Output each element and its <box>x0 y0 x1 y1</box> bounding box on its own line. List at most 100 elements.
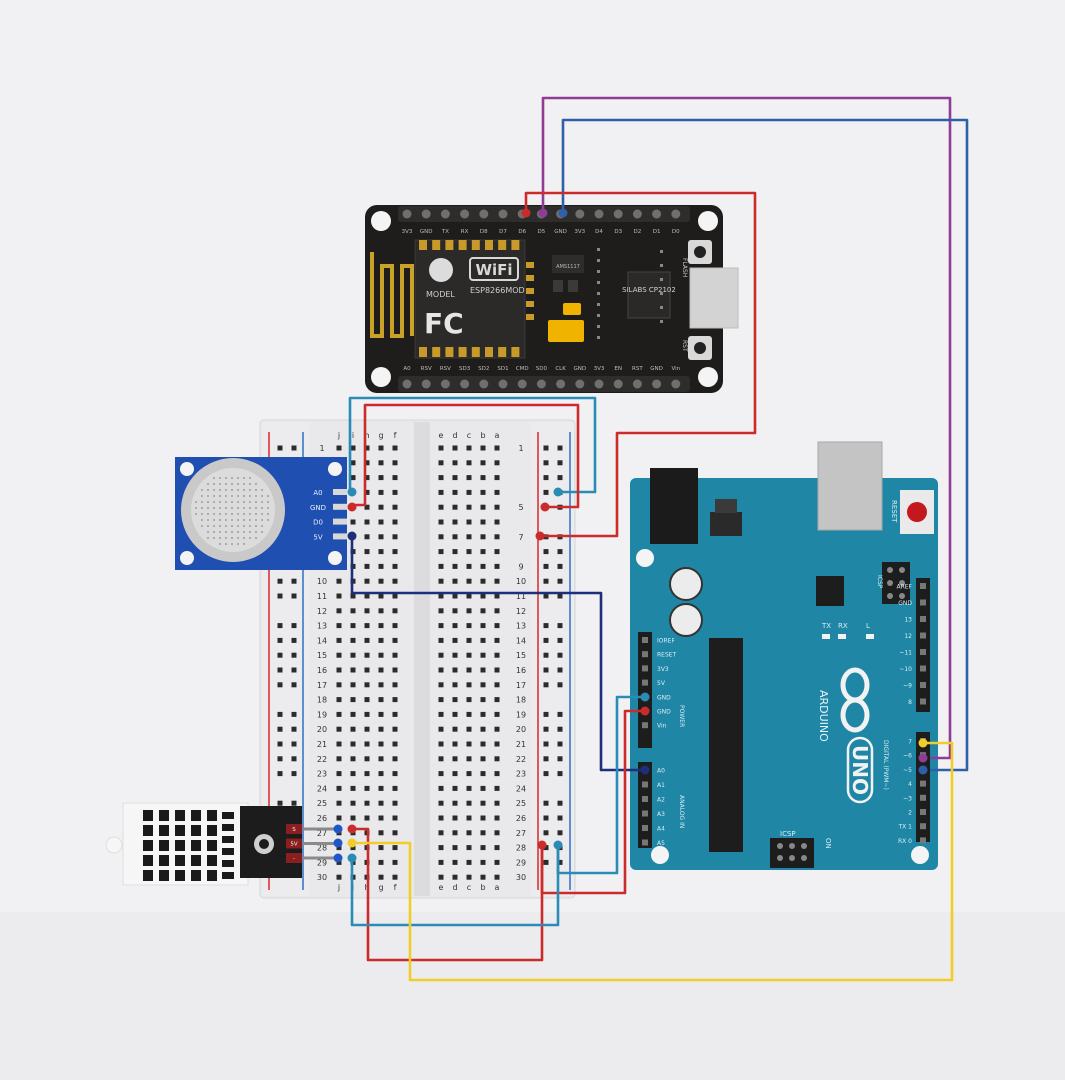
breadboard-hole <box>350 697 356 703</box>
mesh-dot <box>200 512 204 516</box>
row-number-right: 23 <box>516 770 526 779</box>
breadboard-hole <box>494 504 500 510</box>
mesh-dot <box>212 488 216 492</box>
analog-pin-label: A2 <box>657 797 665 804</box>
breadboard-hole <box>336 697 342 703</box>
esp-pad-side <box>526 301 534 307</box>
wire-red-dht <box>352 827 544 962</box>
header-pin <box>498 379 508 389</box>
rail-hole <box>557 859 563 865</box>
breadboard-hole <box>364 504 370 510</box>
pin-label-bottom: Vin <box>671 366 680 372</box>
pin-label-bottom: A0 <box>403 366 411 372</box>
breadboard-hole <box>466 519 472 525</box>
mesh-dot <box>224 500 228 504</box>
breadboard-hole <box>466 504 472 510</box>
breadboard-hole <box>494 637 500 643</box>
reset-label: RESET <box>890 500 898 523</box>
mq-pin-label: GND <box>310 504 326 512</box>
breadboard-hole <box>364 800 370 806</box>
wires <box>348 96 969 982</box>
mesh-dot <box>236 542 240 546</box>
header-pin <box>671 209 681 219</box>
dc-power-jack[interactable] <box>650 468 698 544</box>
icsp-pin <box>777 843 783 849</box>
mesh-dot <box>254 530 258 534</box>
rst-button-cap <box>694 342 706 354</box>
column-letter-top: h <box>364 431 369 440</box>
row-number-left: 17 <box>317 681 327 690</box>
rail-hole <box>557 800 563 806</box>
mesh-dot <box>218 488 222 492</box>
dht-pin-housing <box>286 853 302 863</box>
pin-label-bottom: CLK <box>555 366 566 372</box>
header-pin <box>920 823 926 830</box>
breadboard-hole <box>350 682 356 688</box>
wire-endpoint <box>540 502 550 512</box>
mesh-dot <box>212 506 216 510</box>
dht-pin-lead <box>302 842 338 845</box>
breadboard-hole <box>378 682 384 688</box>
breadboard-hole <box>350 771 356 777</box>
row-number-left: 28 <box>317 844 327 853</box>
mesh-dot <box>224 506 228 510</box>
mesh-dot <box>248 476 252 480</box>
mesh-dot <box>218 524 222 528</box>
breadboard-hole <box>466 711 472 717</box>
pin-label-bottom: RSV <box>421 366 432 372</box>
digital-pin-label: 2 <box>908 810 912 817</box>
breadboard-hole <box>350 845 356 851</box>
wire-endpoint <box>333 853 343 863</box>
breadboard-hole <box>378 667 384 673</box>
mesh-dot <box>224 494 228 498</box>
rail-hole <box>543 623 549 629</box>
breadboard-hole <box>350 608 356 614</box>
esp-pad-side <box>526 288 534 294</box>
power-pin-label: GND <box>657 694 671 701</box>
mesh-dot <box>206 512 210 516</box>
rail-hole <box>291 637 297 643</box>
breadboard-hole <box>480 800 486 806</box>
usb-b-port[interactable] <box>817 441 883 531</box>
mesh-dot <box>218 482 222 486</box>
breadboard-hole <box>336 593 342 599</box>
rail-hole <box>291 741 297 747</box>
breadboard-hole <box>480 741 486 747</box>
breadboard-hole <box>452 608 458 614</box>
breadboard-hole <box>480 578 486 584</box>
rail-hole <box>543 563 549 569</box>
rail-hole <box>543 815 549 821</box>
row-number-right: 7 <box>518 533 523 542</box>
header-pin <box>920 616 926 622</box>
wire-endpoint <box>347 531 357 541</box>
mesh-dot <box>254 524 258 528</box>
reset-button-cap[interactable] <box>907 502 927 522</box>
mesh-dot <box>266 518 270 522</box>
grille-slot <box>207 870 217 881</box>
rail-hole <box>557 771 563 777</box>
breadboard-hole <box>480 593 486 599</box>
mesh-dot <box>248 530 252 534</box>
wifi-logo-text: WiFi <box>475 261 512 279</box>
grille-slot <box>207 840 217 851</box>
header-pin <box>632 209 642 219</box>
header-pin <box>440 379 450 389</box>
breadboard-hole <box>466 475 472 481</box>
mesh-dot <box>236 500 240 504</box>
mount-hole <box>328 462 342 476</box>
mesh-dot <box>236 536 240 540</box>
rail-hole <box>557 460 563 466</box>
row-number-left: 23 <box>317 770 327 779</box>
breadboard-hole <box>350 741 356 747</box>
breadboard-hole <box>378 741 384 747</box>
breadboard-hole <box>392 726 398 732</box>
breadboard-hole <box>466 830 472 836</box>
breadboard-hole <box>336 608 342 614</box>
rail-hole <box>557 652 563 658</box>
pin-label-bottom: 3V3 <box>594 366 605 372</box>
on-led-label: ON <box>824 838 832 849</box>
mesh-dot <box>194 506 198 510</box>
micro-usb-port[interactable] <box>689 267 739 329</box>
